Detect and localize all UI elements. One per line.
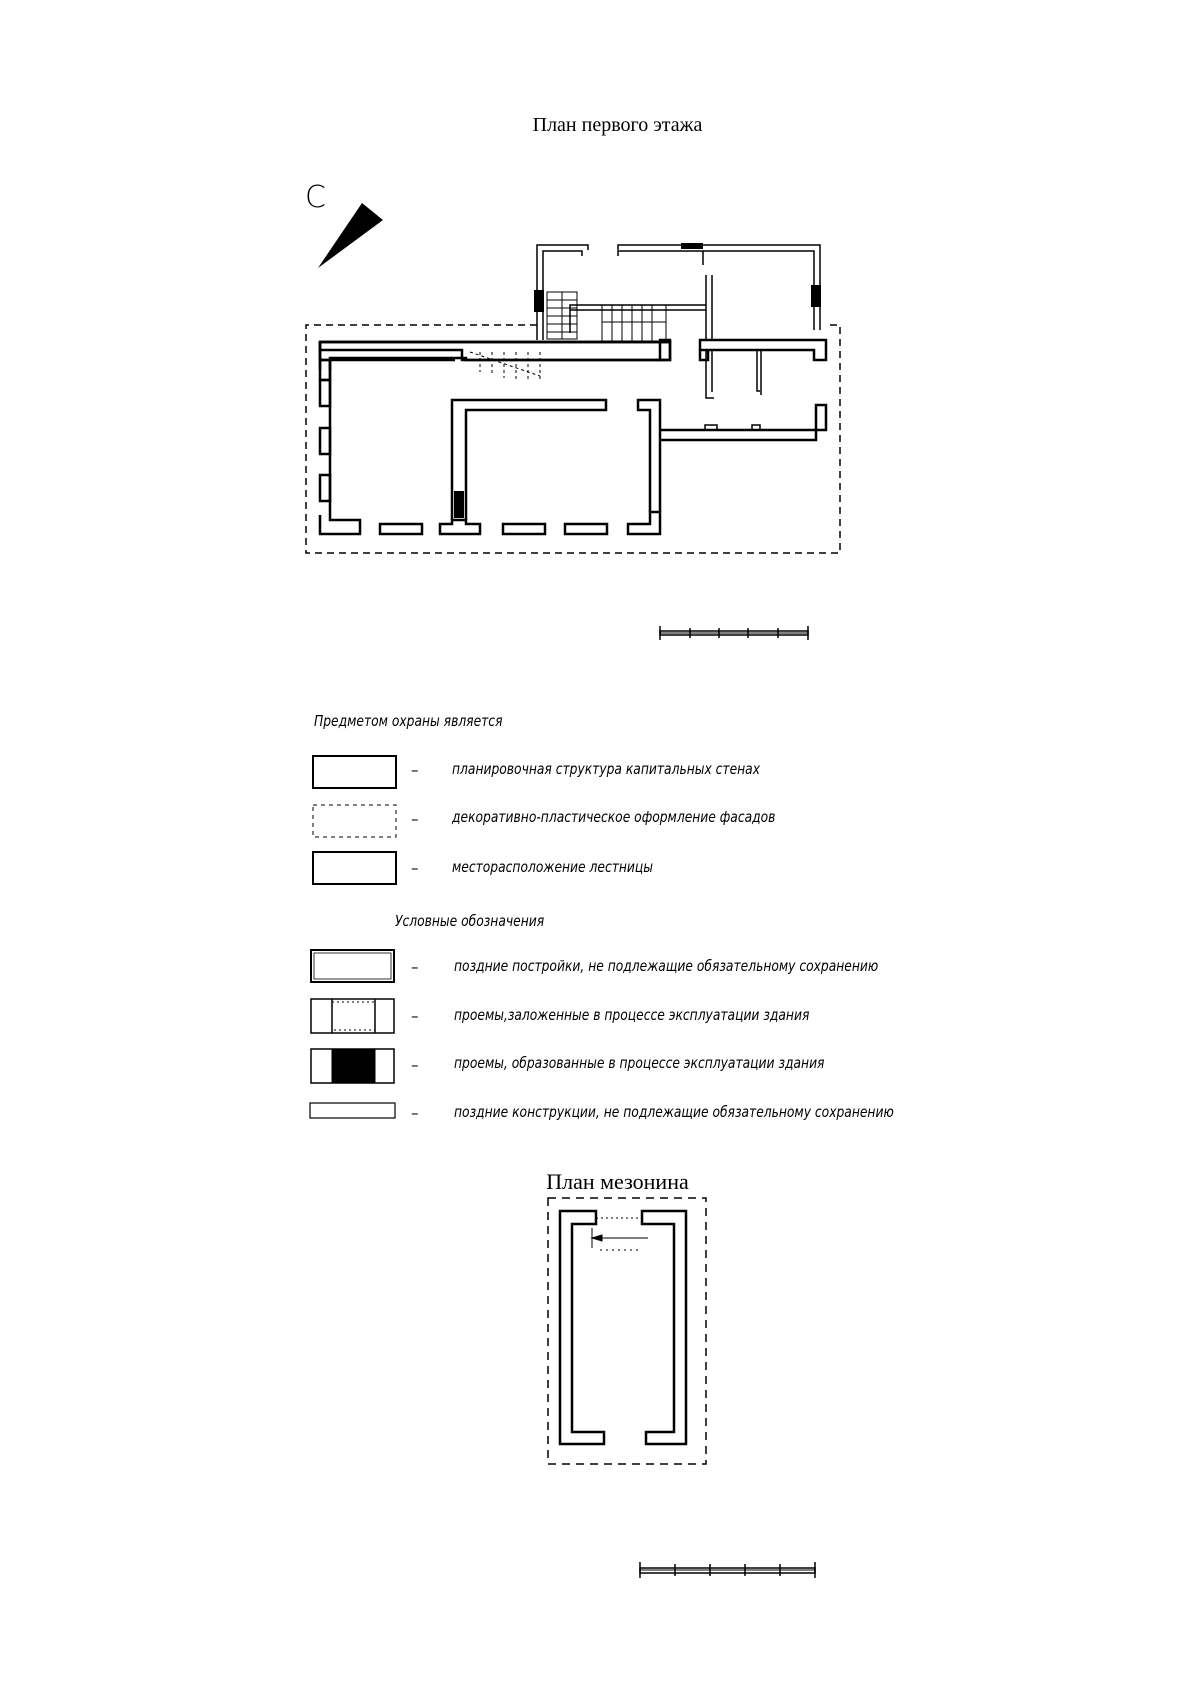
mezzanine-plan-title: План мезонина — [546, 1169, 689, 1194]
main-outer-walls — [318, 340, 672, 382]
first-floor-scale-bar — [659, 626, 809, 640]
east-wing-walls — [660, 338, 828, 442]
first-floor-plan — [305, 243, 841, 554]
created-opening — [454, 491, 464, 518]
capital-walls — [318, 338, 672, 536]
east-wing-partitions — [704, 350, 762, 431]
annex-opening — [534, 290, 544, 312]
legend-item-text: поздние конструкции, не подлежащие обяза… — [454, 1103, 894, 1121]
symbol-solid-rect — [312, 755, 397, 789]
legend-item-text: проемы,заложенные в процессе эксплуатаци… — [454, 1006, 810, 1024]
mezzanine-scale-bar — [639, 1562, 816, 1578]
mezzanine-walls — [558, 1209, 688, 1446]
legend-heading: Условные обозначения — [395, 912, 545, 930]
first-floor-plan-title: План первого этажа — [532, 114, 703, 136]
mezzanine-plan — [547, 1197, 707, 1465]
symbol-opening-dotted — [310, 998, 395, 1034]
annex-opening — [811, 285, 821, 307]
symbol-dashed-rect — [312, 804, 397, 838]
symbol-double-rect — [310, 949, 395, 983]
legend-dash: – — [411, 810, 419, 828]
symbol-opening-filled — [310, 1048, 395, 1084]
protection-heading: Предметом охраны является — [314, 712, 503, 730]
north-label: С — [305, 180, 326, 215]
legend-dash: – — [411, 1007, 419, 1025]
legend-item-text: проемы, образованные в процессе эксплуат… — [454, 1054, 825, 1072]
symbol-solid-rect — [312, 851, 397, 885]
annex-opening — [681, 243, 703, 249]
protection-item-text: месторасположение лестницы — [452, 858, 654, 876]
legend-item-text: поздние постройки, не подлежащие обязате… — [454, 957, 879, 975]
legend-dash: – — [411, 1056, 419, 1074]
late-annex — [536, 244, 821, 340]
legend-dash: – — [411, 958, 419, 976]
legend-dash: – — [411, 761, 419, 779]
annex-staircase-left — [546, 291, 578, 340]
legend-symbols — [309, 949, 396, 1119]
protection-item-text: планировочная структура капитальных стен… — [452, 760, 760, 778]
symbol-thin-rect — [309, 1102, 396, 1119]
main-staircase — [469, 351, 541, 382]
legend-dash: – — [411, 1104, 419, 1122]
facade-dashed-outline — [305, 324, 841, 554]
legend-dash: – — [411, 859, 419, 877]
protection-item-text: декоративно-пластическое оформление фаса… — [452, 808, 776, 826]
north-arrow-icon — [318, 203, 383, 268]
mezzanine-staircase — [590, 1217, 648, 1251]
protection-symbols — [312, 755, 397, 885]
mezzanine-facade-outline — [547, 1197, 707, 1465]
